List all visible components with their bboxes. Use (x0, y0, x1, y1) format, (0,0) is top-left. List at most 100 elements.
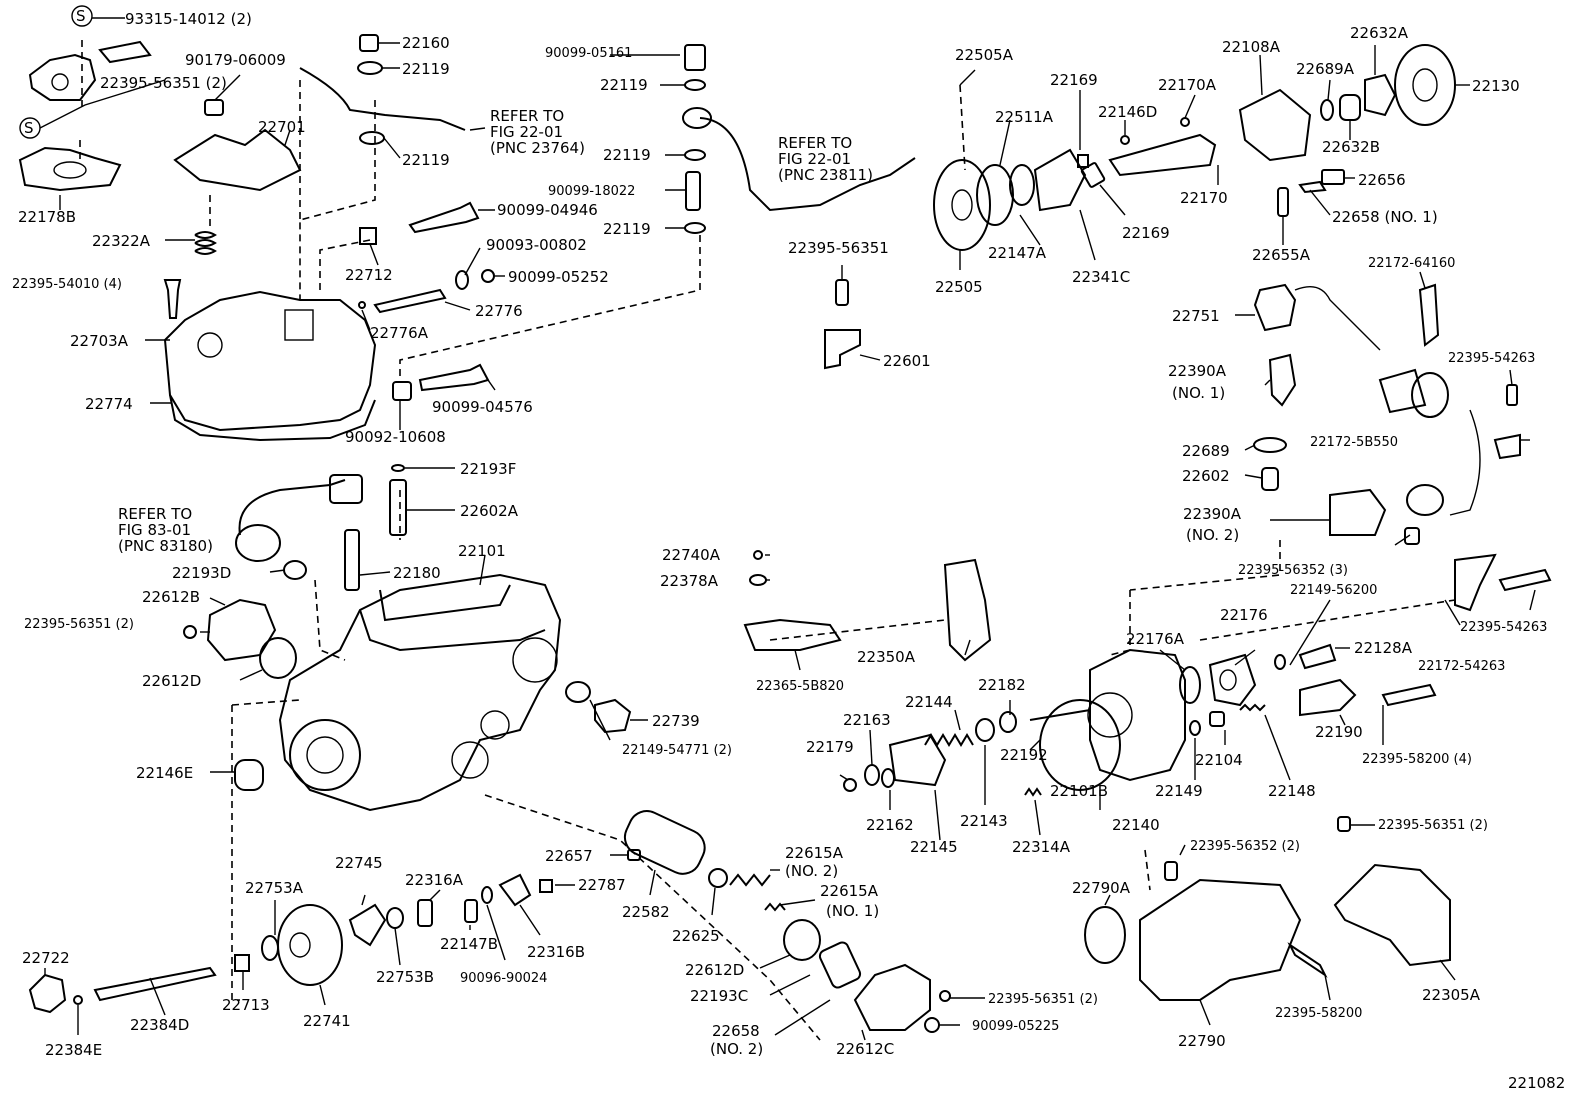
label-90099-05252: 90099-05252 (508, 268, 609, 286)
nut-90092 (392, 381, 412, 401)
label-22395-54263a: 22395-54263 (1448, 351, 1535, 366)
governor-cover-22703a (163, 290, 377, 442)
label-22146e: 22146E (136, 764, 193, 782)
label-22713: 22713 (222, 996, 270, 1014)
label-22101b: 22101B (1050, 782, 1108, 800)
label-22658-2b: (NO. 2) (710, 1040, 763, 1058)
label-22190: 22190 (1315, 723, 1363, 741)
label-22128a: 22128A (1354, 639, 1413, 657)
part-shapes: S S (18, 5, 1552, 1033)
lever-22305a (1333, 863, 1451, 967)
piston-22582 (623, 810, 706, 875)
label-22384d: 22384D (130, 1016, 189, 1034)
clamp-22172-64160 (1418, 283, 1440, 347)
nut-90099-05225 (924, 1017, 940, 1033)
bolt-90099-18022 (685, 171, 701, 211)
oring-22612d (259, 637, 297, 679)
washer-22753b (386, 907, 404, 929)
spring-22615a-2 (729, 873, 771, 887)
clamp-22172-5b550 (1493, 433, 1521, 460)
screw-22776 (373, 288, 447, 314)
label-22701: 22701 (258, 118, 306, 136)
label-22505: 22505 (935, 278, 983, 296)
shaft-22170 (1108, 133, 1217, 177)
label-22193c: 22193C (690, 987, 748, 1005)
label-22774: 22774 (85, 395, 133, 413)
label-93315: 93315-14012 (2) (125, 10, 252, 28)
label-22602: 22602 (1182, 467, 1230, 485)
label-90099-18022: 90099-18022 (548, 184, 635, 199)
label-22582: 22582 (622, 903, 670, 921)
label-22130: 22130 (1472, 77, 1520, 95)
label-22104: 22104 (1195, 751, 1243, 769)
label-22602a: 22602A (460, 502, 519, 520)
label-90092: 90092-10608 (345, 428, 446, 446)
fitting (682, 107, 712, 129)
label-22316a: 22316A (405, 871, 464, 889)
ref-22-line1: REFER TO (490, 107, 564, 125)
head-22140 (1089, 648, 1186, 782)
nut-90099-05252 (481, 269, 495, 283)
label-22655a: 22655A (1252, 246, 1311, 264)
bolt-22395-56352 (1404, 527, 1420, 545)
label-22144: 22144 (905, 693, 953, 711)
bracket-22172-54263 (1454, 553, 1497, 612)
bolt-22395-58200 (1287, 942, 1328, 978)
label-22172-54263: 22172-54263 (1418, 659, 1505, 674)
washer-22149-54771 (565, 681, 591, 703)
gasket-22119 (357, 61, 383, 75)
plunger-22192 (1029, 709, 1091, 721)
connector-body (1378, 368, 1427, 414)
label-22395-58200-4: 22395-58200 (4) (1362, 752, 1472, 767)
ref-22-line2: FIG 22-01 (490, 123, 563, 141)
label-22169b: 22169 (1122, 224, 1170, 242)
label-22625: 22625 (672, 927, 720, 945)
label-22147a: 22147A (988, 244, 1047, 262)
valve-22176-hole (1219, 669, 1237, 691)
label-22615a-1a: 22615A (820, 882, 879, 900)
sensor-plug (235, 524, 281, 562)
label-22119b: 22119 (402, 151, 450, 169)
label-22316b: 22316B (527, 943, 585, 961)
ref-83-line2: FIG 83-01 (118, 521, 191, 539)
screw-22395-56351 (183, 625, 197, 639)
spring-22602 (1261, 467, 1279, 491)
label-90093: 90093-00802 (486, 236, 587, 254)
label-22753b: 22753B (376, 968, 434, 986)
cap-90099-05161 (684, 44, 706, 71)
label-22632a: 22632A (1350, 24, 1409, 42)
label-22615a-2a: 22615A (785, 844, 844, 862)
label-22148: 22148 (1268, 782, 1316, 800)
spring-22314a (1024, 787, 1042, 797)
label-22505a: 22505A (955, 46, 1014, 64)
label-22395-56351c: 22395-56351 (788, 239, 889, 257)
pin-22655a (1277, 187, 1289, 217)
washer-22149 (1189, 720, 1201, 736)
weight-22745 (348, 903, 387, 947)
label-90099-04576: 90099-04576 (432, 398, 533, 416)
clip-22740a (753, 550, 763, 560)
label-22739: 22739 (652, 712, 700, 730)
diagram-id: 221082 (1508, 1074, 1565, 1092)
washer-22163 (864, 764, 880, 786)
connector-22751 (1411, 372, 1449, 418)
label-22192: 22192 (1000, 746, 1048, 764)
label-22378a: 22378A (660, 572, 719, 590)
label-90099-05225: 90099-05225 (972, 1019, 1059, 1034)
label-22172-64160: 22172-64160 (1368, 256, 1455, 271)
label-22163: 22163 (843, 711, 891, 729)
label-22751: 22751 (1172, 307, 1220, 325)
sensor-wire-2 (1449, 409, 1481, 516)
label-22119e: 22119 (603, 220, 651, 238)
spring-22615a-1 (764, 902, 786, 912)
shim-22182 (999, 711, 1017, 733)
label-22632b: 22632B (1322, 138, 1380, 156)
bolt-22395-56352-2 (1164, 861, 1178, 881)
ref-22b-line3: (PNC 23811) (778, 166, 873, 184)
seat-22143 (975, 718, 995, 742)
svg-text:S: S (24, 119, 34, 137)
label-22147b: 22147B (440, 935, 498, 953)
label-22615a-2b: (NO. 2) (785, 862, 838, 880)
nut-22722 (28, 973, 67, 1014)
